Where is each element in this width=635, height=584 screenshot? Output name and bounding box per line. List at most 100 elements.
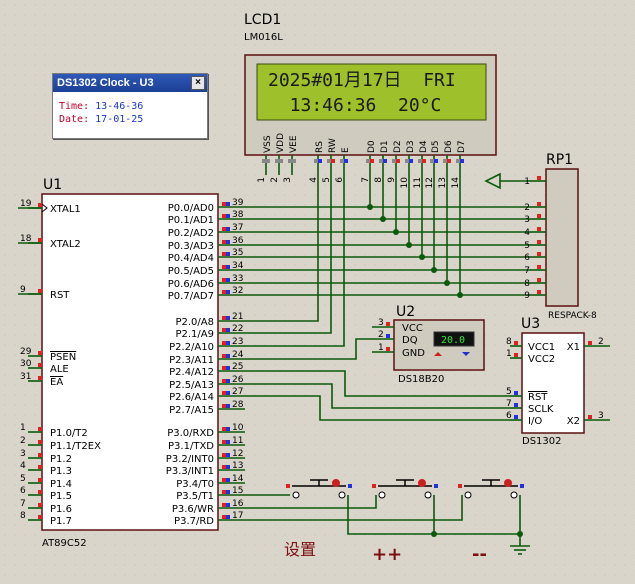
u1-pin-marker [222,202,226,206]
u3-pin-number: 2 [598,337,604,347]
u1-pin-marker [226,252,230,256]
u3-body [521,332,585,434]
u1-pin-label: P2.3/A11 [169,355,214,366]
lcd-pin-marker [318,159,322,163]
u1-pin-marker [222,240,226,244]
u3-part-label: DS1302 [522,436,562,447]
rp1-pin-number: 9 [524,291,530,301]
lcd-pin-marker [460,159,464,163]
u1-pin-marker [222,354,226,358]
ds1302-clock-popup[interactable]: DS1302 Clock - U3 × Time: 13-46-36 Date:… [52,73,208,139]
u1-pin-marker [38,478,42,482]
u1-pin-label: P1.6 [50,504,72,515]
rp1-pin-number: 3 [524,215,530,225]
u1-pin-number: 5 [20,474,26,484]
u1-pin-marker [222,379,226,383]
u1-pin-marker [38,453,42,457]
u1-pin-marker [226,202,230,206]
u1-pin-label: P1.5 [50,491,72,502]
u1-pin-marker [226,366,230,370]
u1-pin-marker [226,240,230,244]
lcd-pin-number: 3 [283,177,293,183]
close-icon[interactable]: × [191,76,205,90]
u1-pin-label: P3.2/INT0 [166,454,214,465]
u1-pin-marker [222,515,226,519]
u3-pin-label: X1 [567,342,580,353]
u1-pin-marker [222,227,226,231]
u1-pin-number: 38 [232,210,244,220]
lcd-component[interactable]: LCD1 LM016L 2025#01月17日 FRI 13:46:36 20°… [244,12,497,189]
u1-pin-marker [226,341,230,345]
lcd-pin-marker [430,159,434,163]
button-pin-marker [520,484,524,488]
u1-pin-label: ALE [50,364,69,375]
button-contact [510,491,518,499]
set-push-button[interactable] [286,479,352,499]
u3-pin-number: 6 [506,411,512,421]
lcd-screen [256,63,487,121]
lcd-pin-number: 4 [309,177,319,183]
rp1-pin-number: 7 [524,266,530,276]
u1-pin-marker [38,515,42,519]
button-contact [378,491,386,499]
lcd-ref-label: LCD1 [244,12,281,28]
u1-pin-label: P3.7/RD [174,516,214,527]
minus-push-button[interactable] [458,479,524,499]
u1-pin-number: 26 [232,375,244,385]
wire-p36-btn [245,495,377,509]
u1-pin-number: 39 [232,198,244,208]
u3-pin-label: SCLK [528,404,554,415]
lcd-pin-number: 8 [374,177,384,183]
u1-pin-marker [38,238,42,242]
rp1-pin-number: 4 [524,228,530,238]
u1-pin-marker [38,363,42,367]
u1-pin-number: 33 [232,274,243,284]
button-pin-marker [348,484,352,488]
u1-pin-label: P2.0/A8 [175,317,214,328]
u1-pin-number: 36 [232,236,244,246]
plus-push-button[interactable] [372,479,438,499]
u1-pin-number: 14 [232,474,244,484]
u1-pin-marker [226,379,230,383]
u1-pin-label: P2.7/A15 [169,405,214,416]
u1-pin-label: P3.4/T0 [176,479,214,490]
rp1-body [545,168,579,307]
u1-pin-label: P0.5/AD5 [168,266,214,277]
rp1-pin-marker [537,290,541,294]
button-contact [338,491,346,499]
u1-pin-marker [222,404,226,408]
u2-pin-label: VCC [402,323,423,334]
popup-title-bar[interactable]: DS1302 Clock - U3 × [53,74,207,92]
lcd-pin-number: 11 [413,177,423,188]
u1-pin-number: 30 [20,359,32,369]
u1-pin-marker [222,465,226,469]
u1-pin-number: 13 [232,461,243,471]
u2-up-arrow-icon[interactable] [434,352,442,356]
u1-pin-marker [38,440,42,444]
lcd-pin-marker [434,159,438,163]
lcd-pins: VSS1VDD2VEE3RS4RW5E6D07D18D29D310D411D51… [257,133,467,189]
u1-pin-marker [222,490,226,494]
button-contact [424,491,432,499]
u2-part-label: DS18B20 [398,374,444,385]
popup-title: DS1302 Clock - U3 [57,77,154,89]
wire-p24-rst [245,370,510,397]
u2-down-arrow-icon[interactable] [462,352,470,356]
u1-pin-label: P1.3 [50,466,72,477]
rp1-pin-marker [537,265,541,269]
u1-pin-number: 32 [232,286,243,296]
lcd-pin-label: VSS [263,135,273,153]
clock-input-icon [41,203,48,213]
u1-pin-number: 19 [20,199,32,209]
lcd-pin-marker [331,159,335,163]
lcd-pin-marker [279,159,283,163]
u1-pin-marker [226,328,230,332]
u1-ref-label: U1 [43,177,62,193]
